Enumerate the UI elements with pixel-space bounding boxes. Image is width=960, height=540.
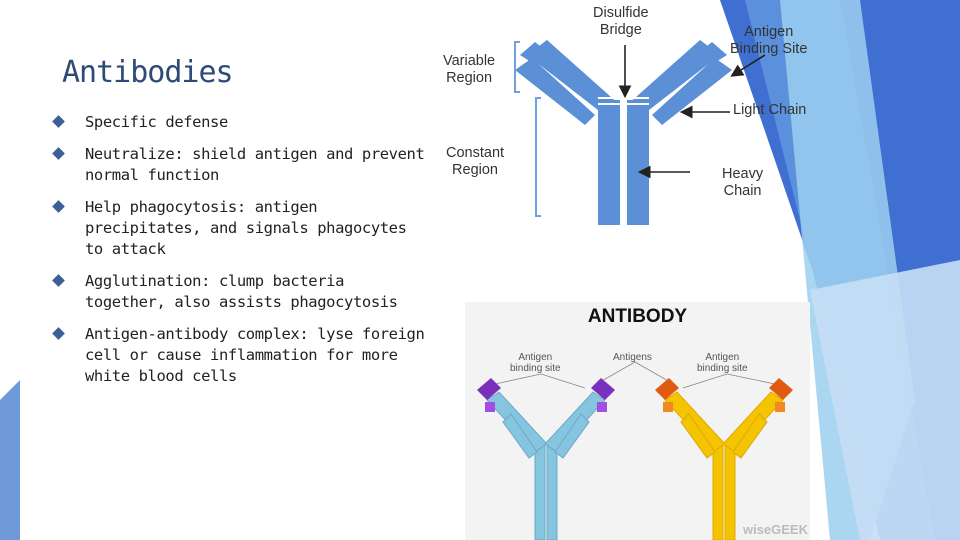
binding-site-left	[520, 42, 545, 62]
light-chain-label: Light Chain	[733, 102, 806, 119]
diamond-bullet-icon	[52, 115, 65, 128]
slide-title: Antibodies	[62, 55, 234, 90]
antibody-structure-graphic	[514, 40, 766, 225]
arm-right-light	[652, 58, 732, 125]
arm-right-heavy	[627, 40, 720, 110]
antibody-structure-diagram: Disulfide Bridge Antigen Binding Site Va…	[435, 0, 835, 240]
bullet-list: Specific defense Neutralize: shield anti…	[52, 112, 432, 398]
purple-antigen-sites	[477, 378, 615, 412]
diamond-bullet-icon	[52, 147, 65, 160]
illustration-title: ANTIBODY	[587, 306, 688, 327]
constant-region-text: Constant Region	[446, 145, 505, 178]
orange-antigen-sites	[655, 378, 793, 412]
variable-region-bracket	[514, 41, 520, 93]
heavy-chain-stem-right	[627, 100, 649, 225]
heavy-chain-text: Heavy Chain	[722, 166, 764, 199]
bullet-text: Agglutination: clump bacteria together, …	[85, 272, 398, 311]
antigens-label: Antigens	[613, 352, 652, 363]
heavy-chain-label: Heavy Chain	[722, 166, 763, 200]
antibody-illustration-graphic	[477, 361, 793, 540]
disulfide-bridge-label: Disulfide Bridge	[593, 5, 649, 39]
deco-shape-pale	[810, 260, 960, 540]
diamond-bullet-icon	[52, 327, 65, 340]
bullet-text: Help phagocytosis: antigen precipitates,…	[85, 198, 407, 258]
antigen-binding-site-right-label: Antigen binding site	[697, 352, 748, 374]
binding-site-right	[702, 42, 727, 62]
diamond-bullet-icon	[52, 200, 65, 213]
bullet-item: Antigen-antibody complex: lyse foreign c…	[52, 324, 432, 387]
antigen-binding-site-label: Antigen Binding Site	[730, 24, 807, 58]
antibody-illustration-panel: ANTIBODY	[465, 302, 810, 540]
heavy-chain-stem-left	[598, 100, 620, 225]
bullet-text: Specific defense	[85, 113, 228, 131]
bullet-item: Specific defense	[52, 112, 432, 133]
antigen-binding-site-left-label: Antigen binding site	[510, 352, 561, 374]
variable-region-text: Variable Region	[443, 53, 496, 86]
bullet-text: Neutralize: shield antigen and prevent n…	[85, 145, 425, 184]
constant-region-label: Constant Region	[446, 145, 504, 179]
arm-left-light	[515, 58, 595, 125]
constant-region-bracket	[535, 97, 541, 217]
light-chain-text: Light Chain	[733, 102, 807, 118]
bullet-item: Agglutination: clump bacteria together, …	[52, 271, 432, 313]
bullet-item: Neutralize: shield antigen and prevent n…	[52, 144, 432, 186]
bullet-item: Help phagocytosis: antigen precipitates,…	[52, 197, 432, 260]
diamond-bullet-icon	[52, 274, 65, 287]
brand-watermark: wiseGEEK	[742, 522, 808, 537]
deco-shape-left	[0, 380, 20, 540]
arm-left-heavy	[527, 40, 620, 110]
antigen-binding-site-text: Antigen Binding Site	[730, 24, 808, 57]
variable-region-label: Variable Region	[443, 53, 495, 87]
bullet-text: Antigen-antibody complex: lyse foreign c…	[85, 325, 425, 385]
binding-site-arrow	[730, 54, 766, 77]
disulfide-bridge-text: Disulfide Bridge	[593, 5, 649, 38]
